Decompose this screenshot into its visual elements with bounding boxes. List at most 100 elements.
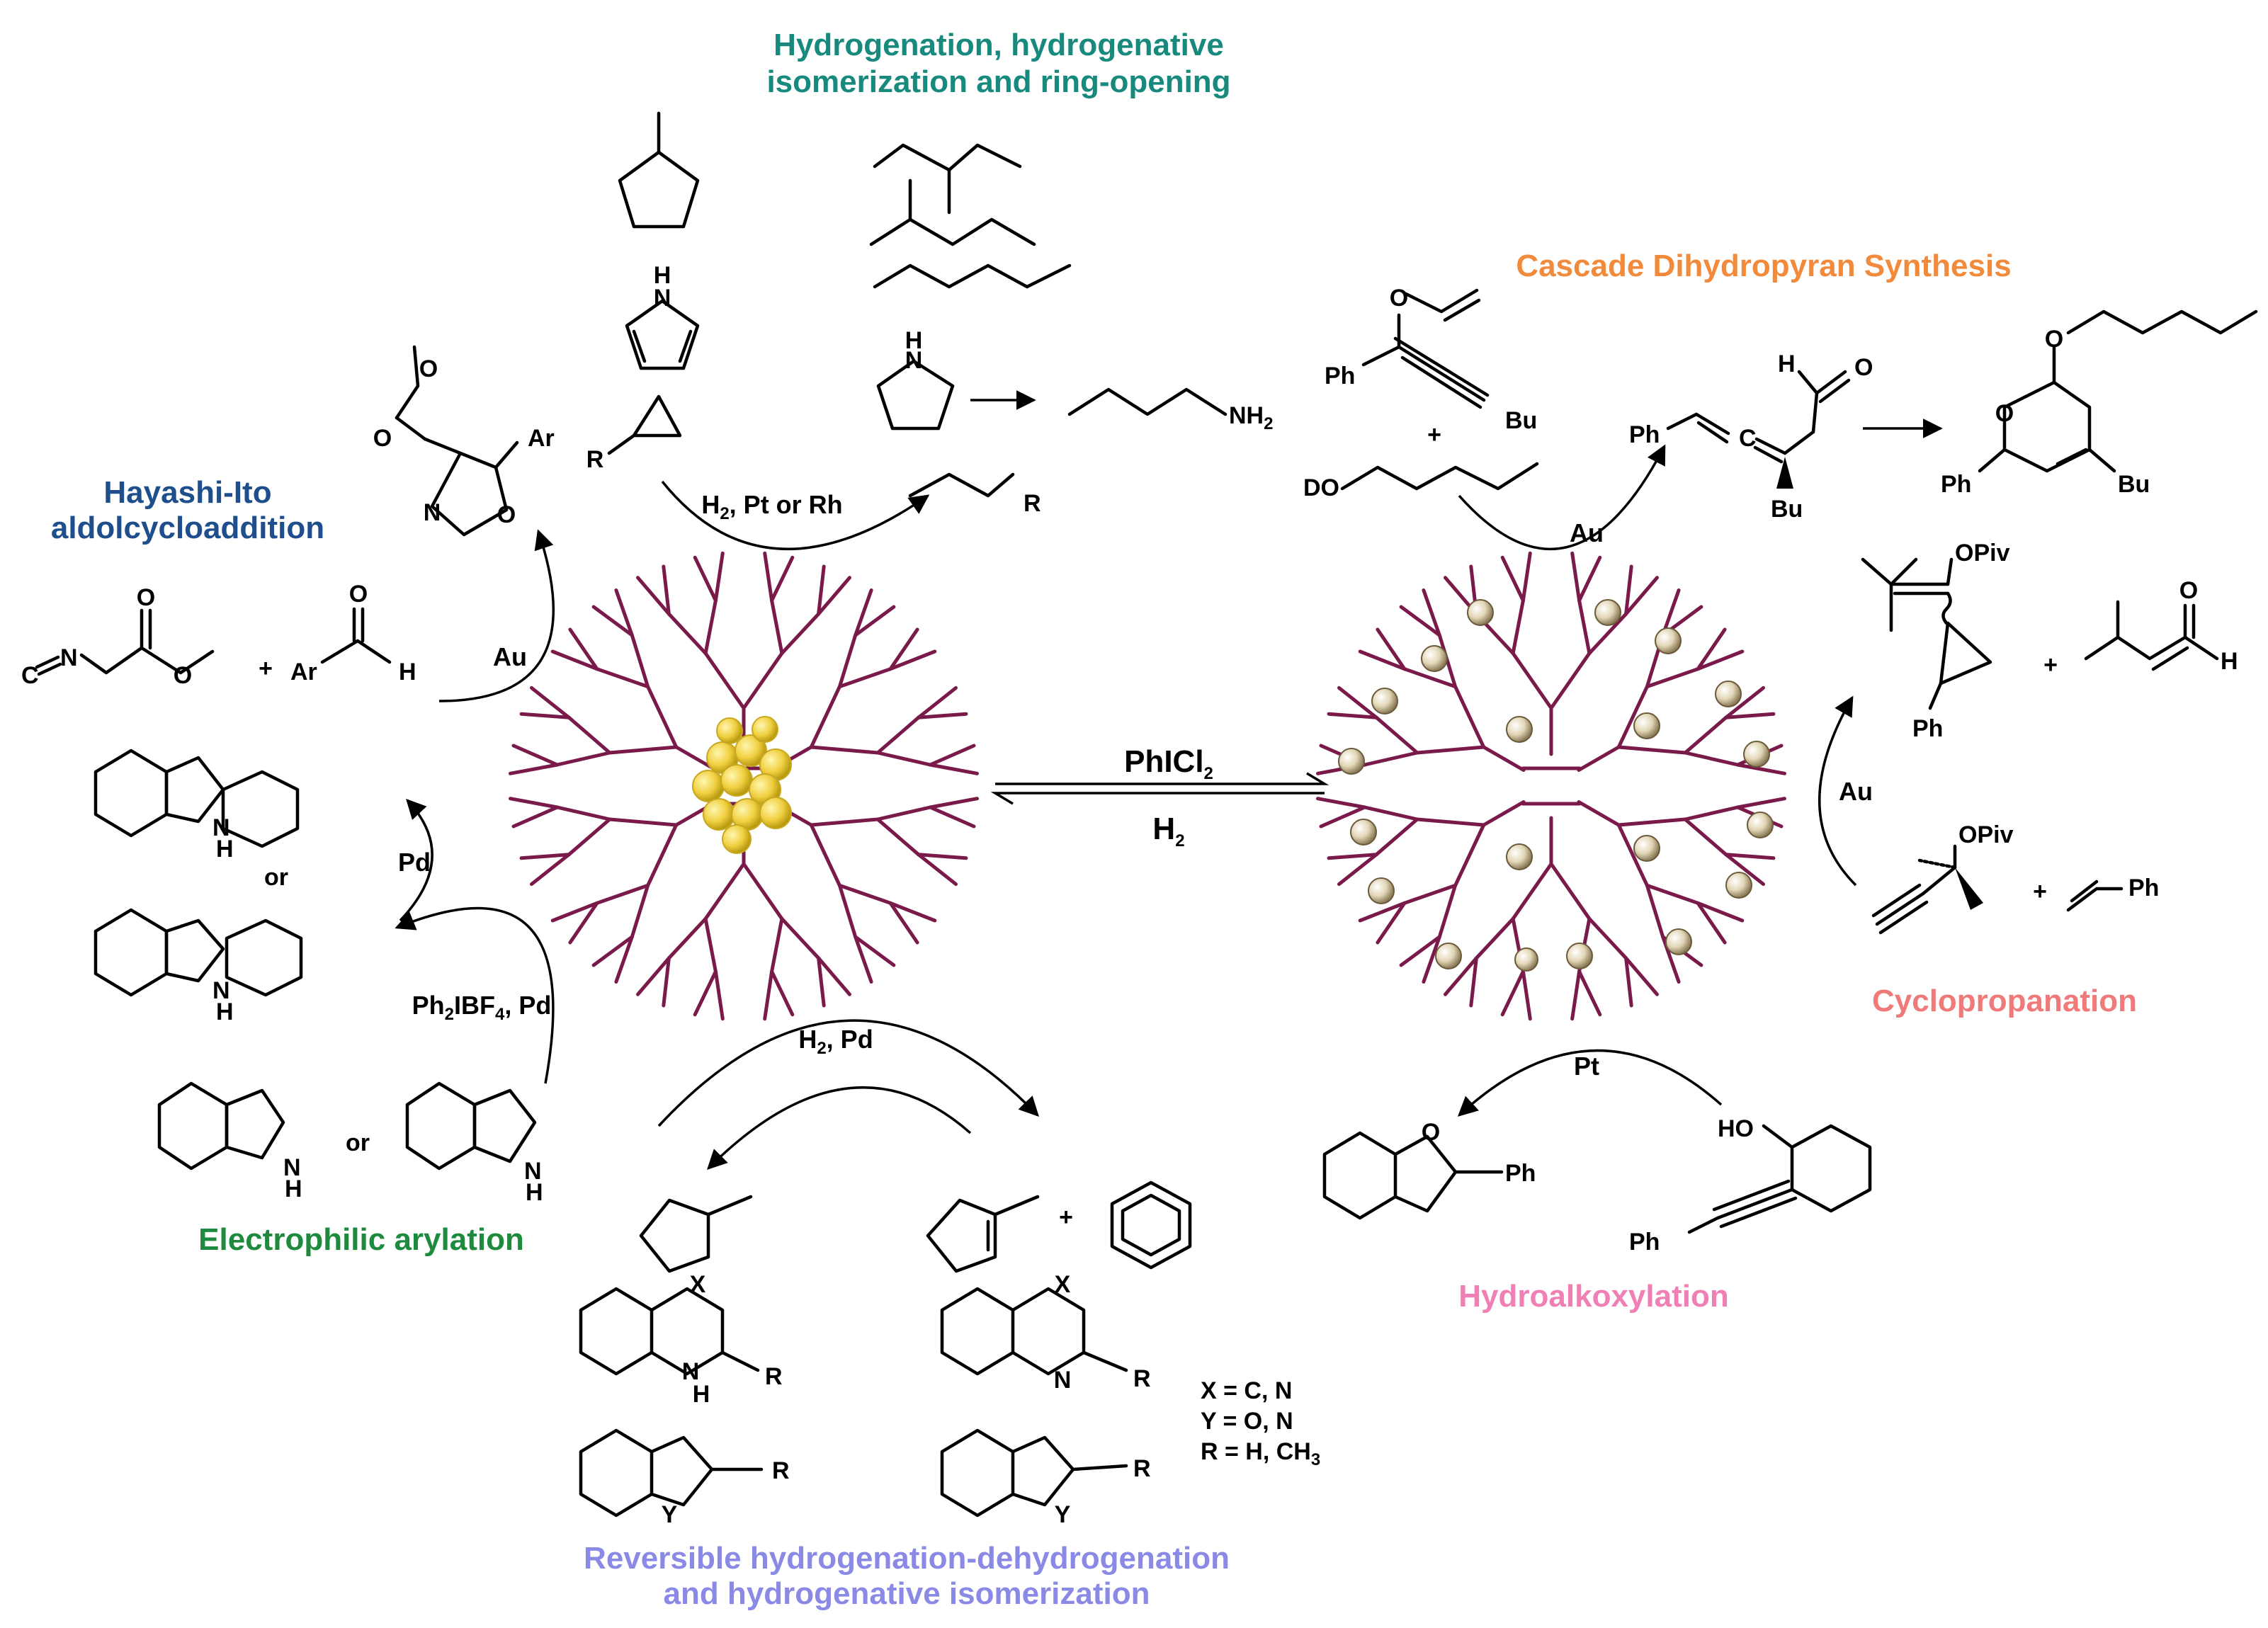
dendrimer-branch (780, 916, 821, 960)
dendrimer-branch (1444, 956, 1478, 996)
arrow-ph2ibf4 (395, 906, 555, 1084)
dendrimer-branch (1358, 901, 1407, 923)
dendrimer-branch (608, 817, 679, 827)
dendrimer-branch (1399, 935, 1441, 967)
dendrimer-branch (662, 564, 671, 616)
dendrimer-branch (770, 598, 784, 656)
hydrogenation-products: H N NH2 R (869, 143, 1273, 517)
dendrimer-branch (1735, 797, 1786, 809)
oxazoline-ester-o2: O (419, 355, 438, 382)
dendrimer-branch (928, 763, 979, 775)
dendrimer-branch (1453, 685, 1486, 749)
dendrimer-branch (1645, 667, 1700, 689)
dendrimer-branch (854, 605, 896, 637)
arrow-cascade (1458, 444, 1666, 551)
phenol-ho: HO (1718, 1115, 1754, 1142)
aldehyde-ar: Ar (290, 659, 317, 685)
dendrimer-branch (780, 612, 821, 656)
dendrimer-branch (1363, 751, 1419, 767)
dendrimer-branch (1422, 935, 1441, 984)
dendrimer-branch (854, 935, 896, 967)
dendrimer-branch (1500, 969, 1525, 1017)
dendrimer-branch (917, 853, 958, 887)
dendrimer-branch (888, 901, 937, 923)
dendrimer-branch (703, 916, 718, 974)
dendrimer-branch (1570, 969, 1582, 1021)
ester-o: O (174, 662, 192, 689)
label-h2-pt-rh: H2, Pt or Rh (701, 490, 842, 523)
dendrimer-branch (614, 935, 634, 984)
dendrimer-branch (809, 685, 841, 749)
arrow-hydroalkoxylation (1457, 1049, 1723, 1117)
cyclopropyl-r: R (586, 446, 604, 473)
dendrimer-branch (1337, 685, 1378, 719)
title-cascade: Cascade Dihydropyran Synthesis (1516, 249, 2011, 283)
label-ph2ibf4-pd: Ph2IBF4, Pd (412, 991, 552, 1024)
dendrimer-branch (1469, 956, 1478, 1008)
dendrimer-branch (1645, 883, 1665, 939)
dendrimer-branch (530, 685, 571, 719)
dendrimer-branch (1402, 667, 1458, 689)
dendrimer-branch (875, 817, 921, 857)
dendrimer-branch (888, 627, 919, 671)
dendrimer-branch (1570, 551, 1582, 603)
ester-o-top: O (137, 584, 155, 611)
dendrimer-branch (1327, 853, 1378, 860)
indole-h: H (285, 1176, 302, 1202)
dendrimer-branch (1696, 649, 1745, 671)
indole-h-top: H (216, 836, 234, 863)
indoline-h: H (526, 1179, 543, 1206)
dendrimer-branch (1735, 763, 1786, 775)
dendrimer-branch (763, 969, 774, 1021)
dendrimer-branch (1482, 800, 1526, 827)
bf-r: R (1133, 1455, 1151, 1482)
dendrimer-branch (511, 805, 560, 829)
dendrimer-branch (875, 715, 921, 755)
dendrimer-right-branches (1316, 551, 1786, 1021)
cascade-structures: O Ph Bu + DO Ph C O H Bu O (1303, 285, 2258, 523)
dendrimer-branch (928, 744, 976, 767)
dendrimer-branch (809, 823, 841, 887)
dendrimer-branch (1549, 862, 1592, 921)
dendrimer-branch (713, 551, 725, 603)
title-electrophilic: Electrophilic arylation (198, 1222, 524, 1257)
def-x: X = C, N (1201, 1377, 1292, 1404)
dendrimer-branch (1624, 576, 1659, 616)
dendrimer-branch (854, 588, 873, 637)
dendrimer-branch (1500, 555, 1525, 603)
dhp-bu: Bu (2118, 471, 2150, 498)
dendrimer-branch (809, 817, 880, 827)
dendrimer-branch (1587, 916, 1628, 960)
dendrimer-branch (1624, 956, 1633, 1008)
dendrimer-branch (1511, 651, 1553, 710)
cascade-cho-o: O (1854, 354, 1873, 381)
cascade-cho-h: H (1778, 351, 1796, 377)
dendrimer-branch (1683, 817, 1728, 857)
aldehyde-o-cyclo: O (2179, 577, 2198, 604)
dendrimer-branch (567, 715, 612, 755)
title-hydrogenation-line2: isomerization and ring-opening (766, 64, 1230, 99)
dendrimer-branch (1724, 853, 1776, 860)
cascade-ph2: Ph (1629, 421, 1660, 448)
dendrimer-branch (1724, 712, 1776, 719)
dendrimer-branch (1724, 685, 1765, 719)
arylation-structures: N H or N H N H or N H (93, 748, 543, 1206)
isocyano-n: N (60, 644, 78, 671)
arrow-h2-pd-reverse (707, 1086, 972, 1170)
dendrimer-branch (1437, 883, 1458, 939)
dendrimer-branch (591, 935, 634, 967)
label-au-hayashi: Au (493, 642, 527, 671)
dendrimer-branch (817, 576, 851, 616)
dendrimer-branch (1616, 685, 1649, 749)
indoline-h-top: H (216, 998, 234, 1025)
dendrimer-branch (1337, 853, 1378, 887)
dendrimer-branch (595, 667, 650, 689)
label-h2-center: H2 (1152, 812, 1184, 850)
thq-r: R (765, 1363, 783, 1390)
dendrimer-branch (1376, 627, 1407, 671)
dendrimer-branch (530, 853, 571, 887)
dendrimer-branch (636, 576, 671, 616)
dendrimer-branch (1474, 916, 1515, 960)
oxazoline-o: O (497, 501, 516, 528)
qx-r: R (1133, 1365, 1151, 1392)
